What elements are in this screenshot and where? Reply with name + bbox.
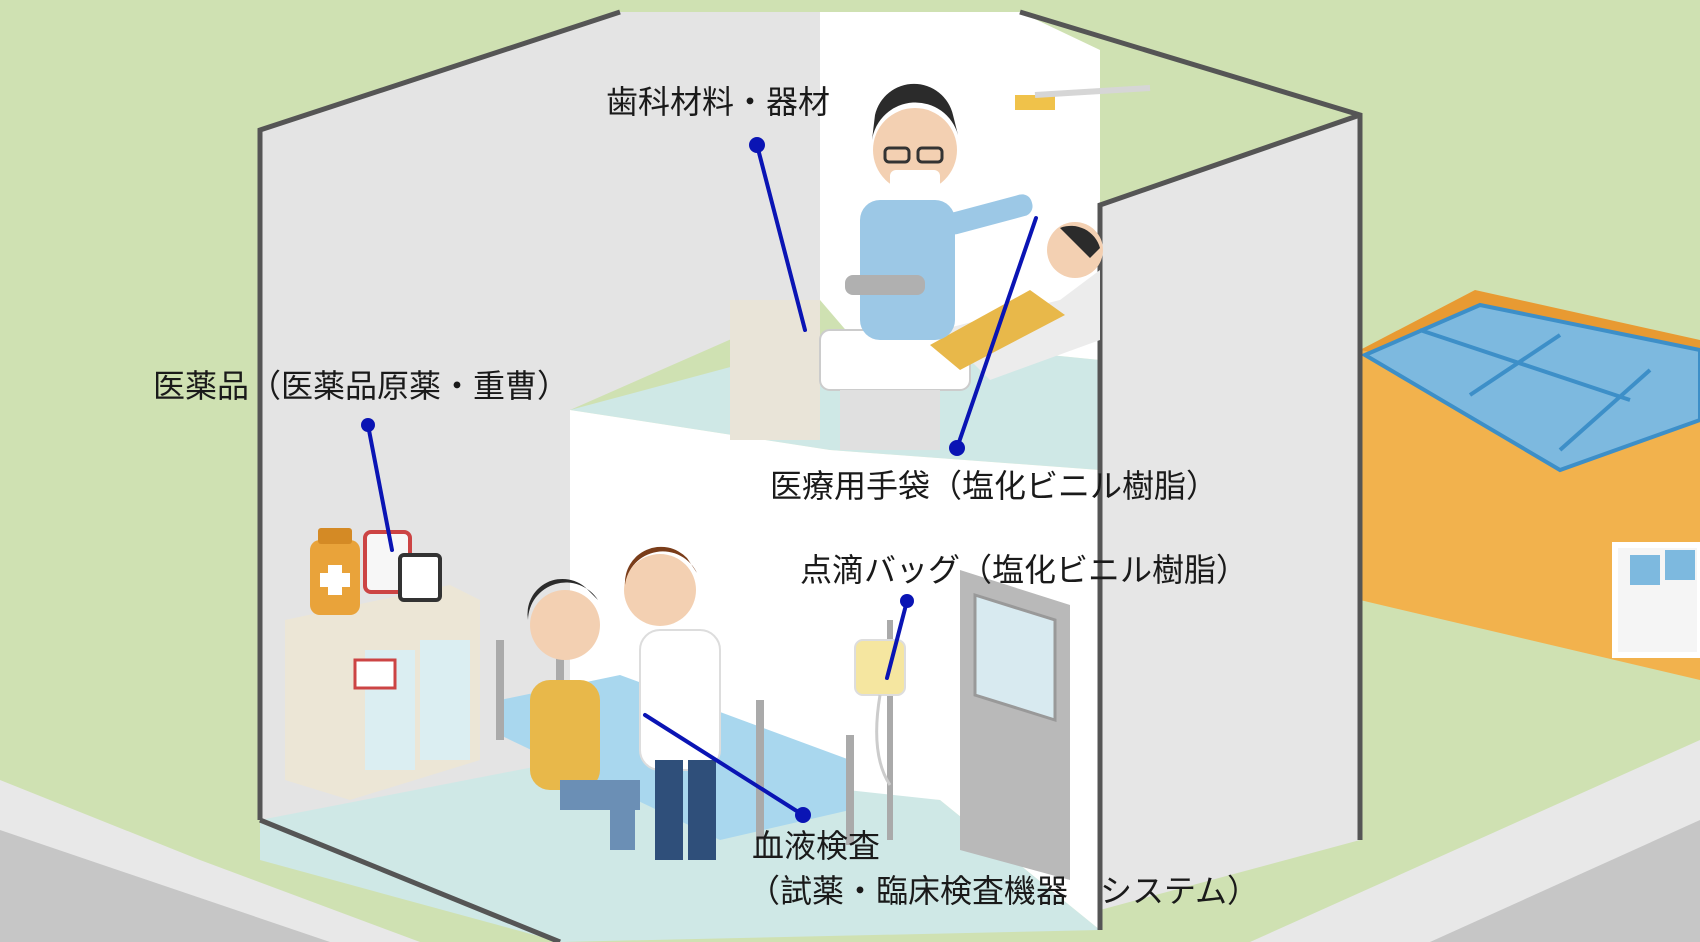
medicine-bottle-icon	[310, 528, 442, 615]
dot-dental	[749, 137, 765, 153]
right-wall	[1100, 115, 1360, 910]
cabinet	[285, 585, 480, 800]
seated-patient	[527, 578, 640, 850]
dentist	[845, 83, 1033, 340]
building-outline	[257, 9, 621, 820]
leader-iv	[885, 599, 909, 680]
leader-blood	[643, 713, 805, 817]
building-outline-middle	[1097, 112, 1361, 930]
dot-iv	[900, 594, 914, 608]
solar-panel-icon	[1360, 302, 1700, 473]
leader-medicine	[366, 423, 394, 552]
leader-glove	[955, 216, 1038, 450]
label-pharmaceuticals: 医薬品（医薬品原薬・重曹）	[153, 367, 570, 405]
label-blood-test-detail: （試薬・臨床検査機器 システム）	[748, 872, 1260, 910]
road-left-asphalt	[0, 830, 330, 942]
dot-medicine	[361, 418, 375, 432]
door	[960, 570, 1070, 880]
label-blood-test: 血液検査	[752, 827, 881, 865]
leader-dental	[755, 143, 807, 332]
house	[1360, 290, 1700, 680]
building-base	[259, 817, 561, 942]
dot-blood	[795, 807, 811, 823]
doctor	[624, 546, 721, 860]
label-iv-bag: 点滴バッグ（塩化ビニル樹脂）	[800, 551, 1249, 589]
label-dental-materials: 歯科材料・器材	[606, 83, 831, 121]
label-medical-gloves: 医療用手袋（塩化ビニル樹脂）	[770, 467, 1219, 505]
road-right-asphalt	[1430, 820, 1700, 942]
dot-glove	[949, 440, 965, 456]
